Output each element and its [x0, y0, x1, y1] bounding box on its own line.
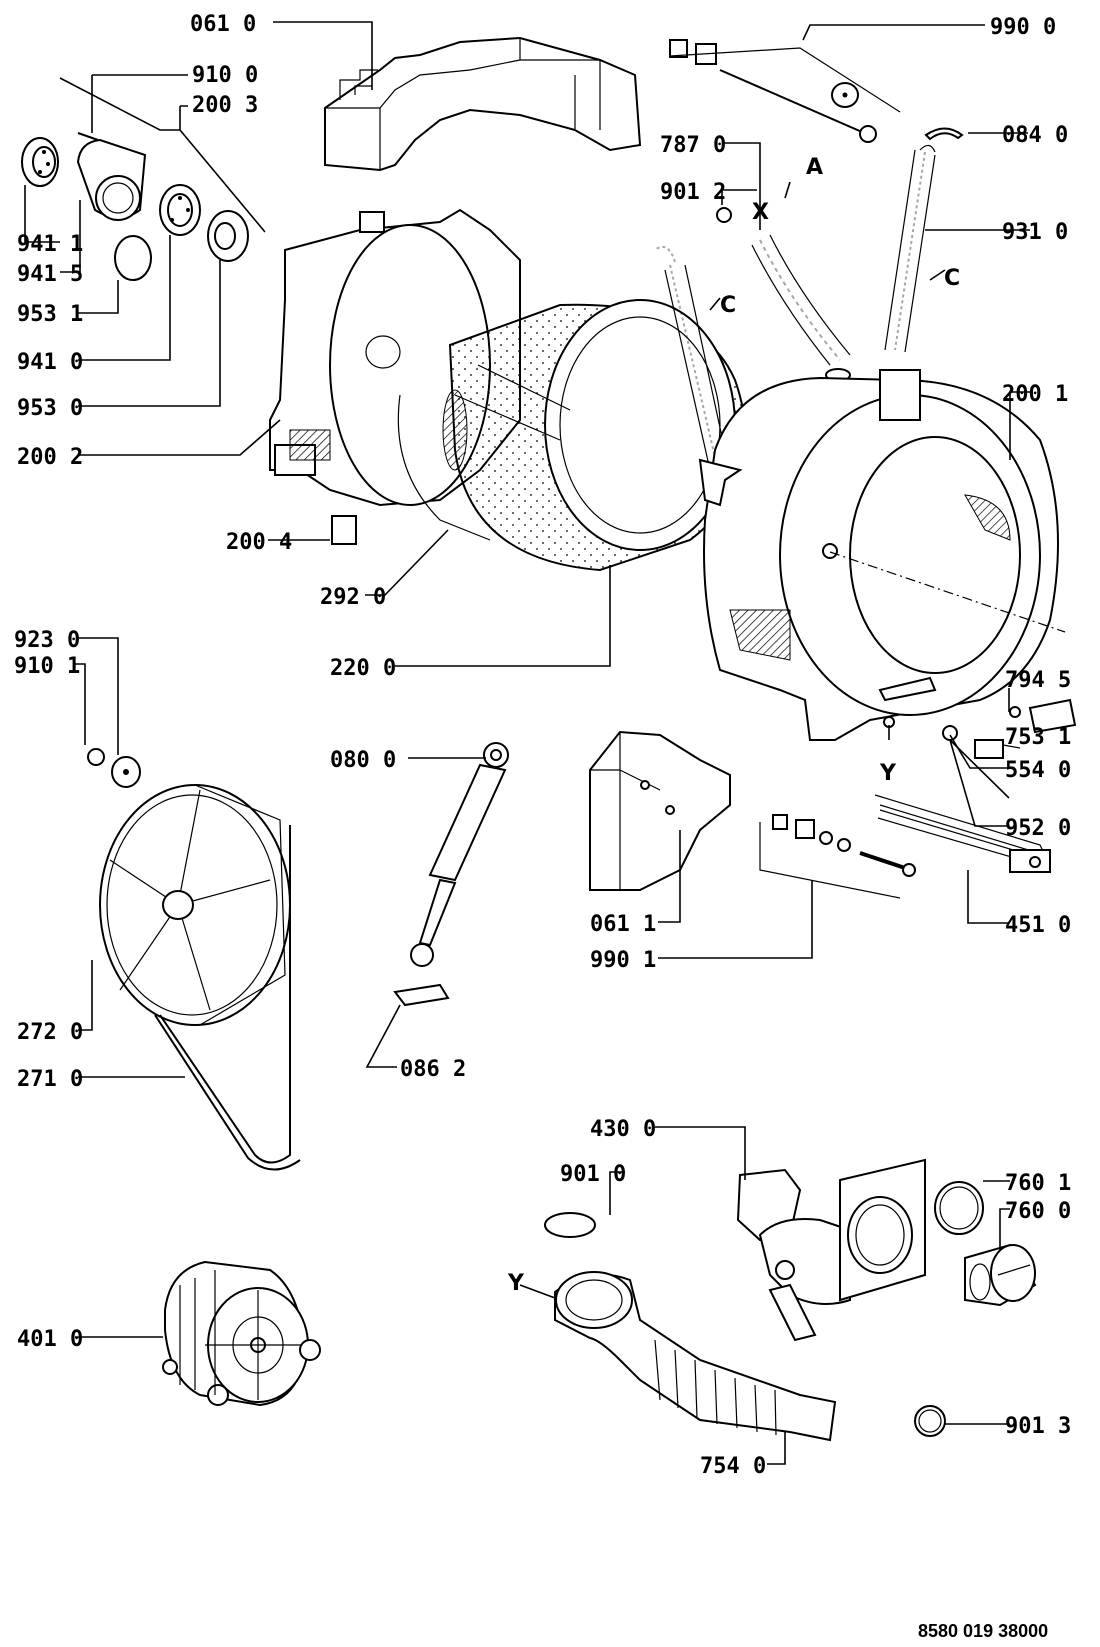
callout-272-0: 272 0	[17, 1020, 83, 1045]
callout-220-0: 220 0	[330, 656, 396, 681]
hose-clip-part	[924, 127, 964, 141]
ntc-sensor-part	[974, 739, 1021, 759]
callout-200-2: 200 2	[17, 445, 83, 470]
callout-061-0: 061 0	[190, 12, 256, 37]
small-hose-clamp-part	[914, 1405, 946, 1437]
filter-seal-ring-part	[934, 1181, 984, 1235]
callout-554-0: 554 0	[1005, 758, 1071, 783]
callout-990-1: 990 1	[590, 948, 656, 973]
callout-953-0: 953 0	[17, 396, 83, 421]
callout-923-0: 923 0	[14, 628, 80, 653]
reference-letters: A X C C Y Y	[507, 155, 960, 1296]
callout-910-0: 910 0	[192, 63, 258, 88]
rear-bearing-group	[21, 132, 249, 281]
ref-letter-y-hose: Y	[507, 1271, 525, 1296]
callout-753-1: 753 1	[1005, 725, 1071, 750]
callout-931-0: 931 0	[1002, 220, 1068, 245]
callout-200-4: 200 4	[226, 530, 292, 555]
ref-letter-c-left: C	[720, 293, 736, 318]
motor-part	[162, 1260, 321, 1407]
leader-lines	[24, 21, 1030, 1465]
callout-787-0: 787 0	[660, 133, 726, 158]
tub-pump-hose-part	[554, 1271, 837, 1442]
document-code: 8580 019 38000	[918, 1621, 1048, 1641]
ref-letter-c-right: C	[944, 266, 960, 291]
callout-451-0: 451 0	[1005, 913, 1071, 938]
drum-part	[448, 299, 747, 572]
callout-941-5: 941 5	[17, 262, 83, 287]
front-screw-kit-part	[759, 814, 916, 899]
top-screw-kit-part	[669, 39, 901, 143]
thermostat-part	[1028, 698, 1077, 734]
callout-401-0: 401 0	[17, 1327, 83, 1352]
shock-absorber-bracket-part	[393, 983, 450, 1007]
drum-pulley-part	[99, 784, 291, 1026]
heater-element-part	[874, 794, 1051, 873]
callout-910-1: 910 1	[14, 654, 80, 679]
shock-absorber-part	[410, 742, 509, 967]
callout-754-0: 754 0	[700, 1454, 766, 1479]
callout-084-0: 084 0	[1002, 123, 1068, 148]
callout-080-0: 080 0	[330, 748, 396, 773]
callout-061-1: 061 1	[590, 912, 656, 937]
bellows-clamp-part	[716, 207, 732, 223]
left-suspension-spring	[654, 246, 719, 471]
callout-292-0: 292 0	[320, 585, 386, 610]
front-counterweight-part	[589, 730, 731, 891]
callout-901-3: 901 3	[1005, 1414, 1071, 1439]
callout-794-5: 794 5	[1005, 668, 1071, 693]
top-counterweight-part	[324, 36, 642, 172]
callout-430-0: 430 0	[590, 1117, 656, 1142]
callout-086-2: 086 2	[400, 1057, 466, 1082]
callout-990-0: 990 0	[990, 15, 1056, 40]
ref-letter-a: A	[806, 155, 823, 180]
tub-vent-bellows-part	[751, 234, 851, 382]
callout-200-3: 200 3	[192, 93, 258, 118]
tub-clip-part	[331, 515, 357, 545]
callout-760-1: 760 1	[1005, 1171, 1071, 1196]
pump-filter-part	[964, 1243, 1037, 1307]
callout-953-1: 953 1	[17, 302, 83, 327]
drive-belt-part	[154, 825, 301, 1171]
hose-clamp-part	[544, 1212, 596, 1238]
front-tub-half-part	[698, 369, 1066, 741]
callout-271-0: 271 0	[17, 1067, 83, 1092]
callout-941-0: 941 0	[17, 350, 83, 375]
pulley-nut-part	[87, 748, 105, 766]
ref-letter-x: X	[752, 200, 769, 225]
ref-letter-y-tub: Y	[879, 761, 897, 786]
callout-941-1: 941 1	[17, 232, 83, 257]
callout-200-1: 200 1	[1002, 382, 1068, 407]
drain-pump-part	[736, 1158, 926, 1342]
callout-901-0: 901 0	[560, 1162, 626, 1187]
callout-labels: 061 0 910 0 200 3 941 1 941 5 953 1 941 …	[14, 12, 1071, 1479]
callout-901-2: 901 2	[660, 180, 726, 205]
callout-760-0: 760 0	[1005, 1199, 1071, 1224]
callout-952-0: 952 0	[1005, 816, 1071, 841]
